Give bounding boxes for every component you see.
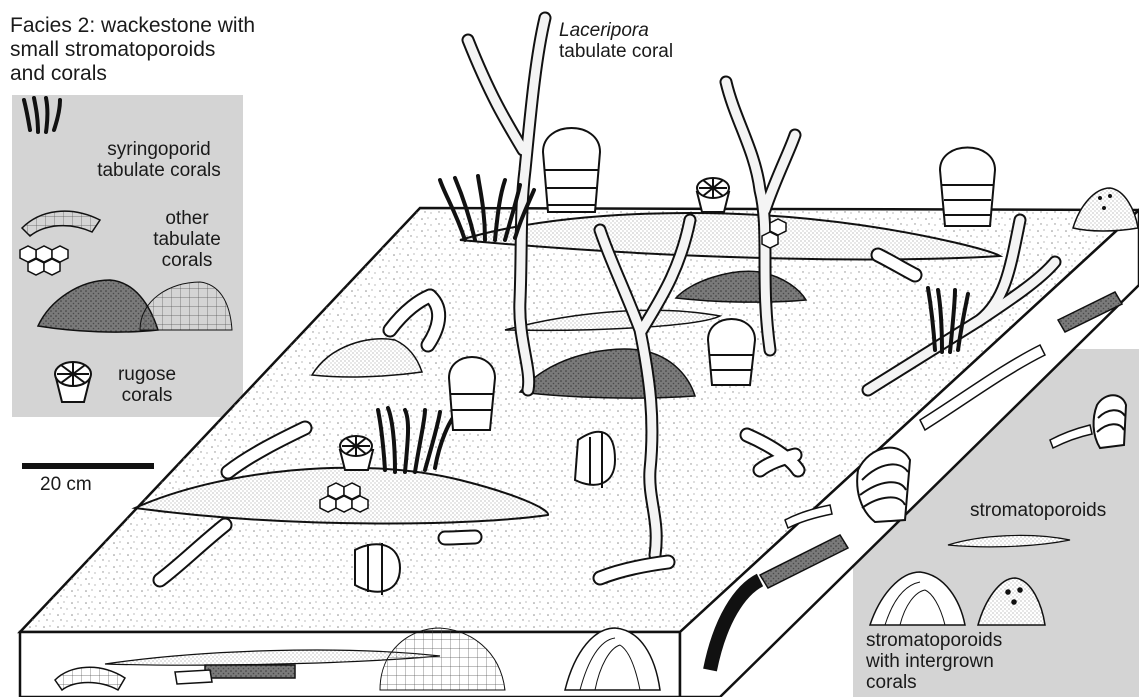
- legend-other-line-1: other: [142, 208, 232, 229]
- barrel-2: [940, 148, 995, 227]
- rugose-legend: [55, 362, 91, 402]
- intergrown-corals-label: stromatoporoids with intergrown corals: [866, 630, 1002, 693]
- legend-other-line-2: tabulate: [142, 229, 232, 250]
- stacked-right: [1094, 395, 1126, 448]
- rugose-1: [340, 436, 373, 470]
- barrel-4: [449, 357, 495, 430]
- intergrown-line-3: corals: [866, 672, 1002, 693]
- laceripora-label: Laceripora tabulate coral: [559, 20, 673, 62]
- figure-title: Facies 2: wackestone with small stromato…: [10, 14, 255, 86]
- title-line-3: and corals: [10, 62, 255, 86]
- title-line-1: Facies 2: wackestone with: [10, 14, 255, 38]
- stacked-side: [857, 448, 910, 522]
- arch-legend: [22, 211, 100, 236]
- honeycomb-legend: [20, 246, 68, 275]
- scale-bar: [22, 463, 154, 469]
- barrel-6: [355, 543, 400, 595]
- legend-syringoporid-line-2: tabulate corals: [74, 160, 244, 181]
- front-face-fragments: [175, 670, 212, 684]
- barrel-5: [575, 432, 615, 488]
- scale-bar-label: 20 cm: [40, 474, 92, 496]
- barrel-1: [543, 128, 600, 212]
- legend-rugose-line-1: rugose: [102, 364, 192, 385]
- stromatoporoids-label: stromatoporoids: [970, 500, 1106, 521]
- legend-syringoporid-line-1: syringoporid: [74, 139, 244, 160]
- cone-top-right: [1073, 188, 1138, 231]
- rugose-2: [697, 178, 729, 212]
- intergrown-line-2: with intergrown: [866, 651, 1002, 672]
- laceripora-desc: tabulate coral: [559, 41, 673, 62]
- title-line-2: small stromatoporoids: [10, 38, 255, 62]
- intergrown-line-1: stromatoporoids: [866, 630, 1002, 651]
- legend-other-tabulate-label: other tabulate corals: [142, 208, 232, 271]
- legend-other-line-3: corals: [142, 250, 232, 271]
- barrel-3: [708, 319, 755, 385]
- legend-syringoporid-label: syringoporid tabulate corals: [74, 139, 244, 181]
- striated-cone-panel: [870, 572, 965, 625]
- legend-rugose-line-2: corals: [102, 385, 192, 406]
- laceripora-genus: Laceripora: [559, 20, 673, 41]
- fan-legend: [140, 282, 232, 330]
- legend-rugose-label: rugose corals: [102, 364, 192, 406]
